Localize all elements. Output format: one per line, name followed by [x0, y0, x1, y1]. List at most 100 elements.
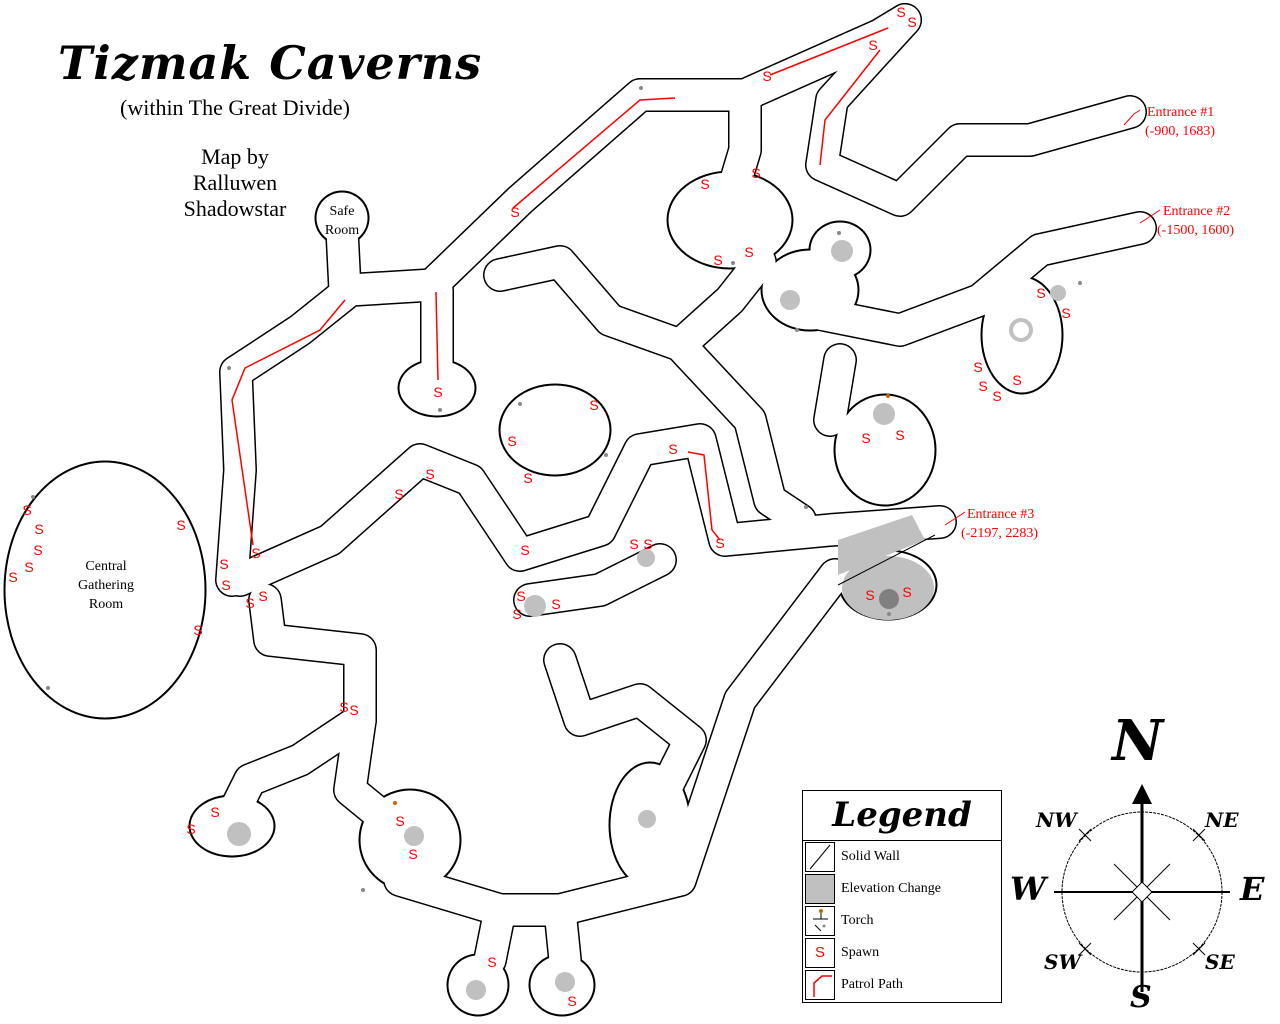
spawn-marker: S [895, 427, 904, 443]
label-line: Central [85, 559, 127, 574]
spawn-marker: S [907, 14, 916, 30]
tunnel-floor [664, 329, 816, 536]
pillar [524, 595, 546, 617]
legend-item-patrol: Patrol Path [803, 969, 1001, 1001]
spawn-marker: S [567, 993, 576, 1009]
elevation-areas [227, 109, 1161, 1000]
compass-north: N [1112, 708, 1164, 774]
elevation-change-area [838, 515, 925, 575]
spawn-marker: S [629, 536, 638, 552]
spawn-marker: S [33, 542, 42, 558]
room-floor [668, 172, 792, 268]
compass-southeast: SE [1205, 950, 1235, 974]
spawn-marker: S [349, 702, 358, 718]
credit-line: Shadowstar [183, 196, 287, 221]
spawn-marker: S [512, 606, 521, 622]
label-line: Gathering [78, 578, 134, 593]
map-credit: Map by Ralluwen Shadowstar [170, 144, 300, 222]
compass-northwest: NW [1036, 808, 1077, 832]
compass-arrow-north [1132, 784, 1152, 804]
patrol-path-icon [805, 970, 835, 1000]
entrance-coords: (-900, 1683) [1145, 124, 1215, 139]
pillar [466, 980, 486, 1000]
entrance-3-label: Entrance #3 (-2197, 2283) [961, 505, 1038, 543]
tunnel-floor [514, 544, 676, 616]
pillar [873, 403, 895, 425]
compass-northeast: NE [1205, 808, 1239, 832]
compass-center [1131, 881, 1153, 903]
room-floor [5, 462, 205, 718]
entrance-2-label: Entrance #2 (-1500, 1600) [1157, 202, 1234, 240]
tunnel-floor [814, 344, 856, 436]
spawn-marker: S [408, 846, 417, 862]
patrol-path [687, 451, 721, 541]
tunnel-floor [474, 894, 516, 976]
torch-marker [361, 888, 365, 892]
spawn-marker: S [433, 384, 442, 400]
spawn-marker: S [245, 595, 254, 611]
pillar [555, 972, 575, 992]
entrance-name: Entrance #3 [967, 507, 1035, 522]
compass-west: W [1010, 870, 1046, 908]
spawn-marker: S [258, 588, 267, 604]
elevation-change-area [842, 556, 934, 620]
spawn-marker: S [978, 378, 987, 394]
spawn-marker: S [751, 165, 760, 181]
legend-item-solid-wall: Solid Wall [803, 841, 1001, 873]
spawn-marker: S [193, 622, 202, 638]
spawn-marker: S [251, 545, 260, 561]
torch-marker [804, 505, 808, 509]
entrance-coords: (-2197, 2283) [961, 526, 1038, 541]
pillar [780, 290, 800, 310]
pillar [831, 240, 853, 262]
spawn-marker: S [339, 699, 348, 715]
spawn-marker: S [219, 556, 228, 572]
room-floor [316, 192, 368, 244]
room-floor [982, 277, 1062, 393]
spawn-marker: S [394, 486, 403, 502]
pillar [638, 810, 656, 828]
spawn-marker: S [1061, 305, 1070, 321]
spawn-marker: S [1036, 285, 1045, 301]
spawn-marker: S [551, 596, 560, 612]
legend: Legend Solid Wall Elevation Change Torch… [802, 790, 1002, 1003]
spawn-marker: S [507, 433, 516, 449]
entrance-marker [1123, 109, 1141, 126]
compass-tick [1192, 942, 1206, 956]
patrol-path [819, 49, 881, 166]
patrol-path [231, 299, 346, 546]
torch-marker [393, 801, 397, 805]
credit-line: Map by [201, 144, 269, 169]
spawn-marker: S [186, 821, 195, 837]
patrol-path [512, 97, 676, 209]
pillar [227, 822, 251, 846]
tunnel-floor [784, 212, 1156, 346]
torch-marker [518, 402, 522, 406]
legend-label: Patrol Path [841, 977, 903, 992]
compass-rose [1054, 784, 1230, 992]
room-floor [500, 385, 610, 475]
spawn-marker: S [668, 441, 677, 457]
entrance-marker [1139, 209, 1161, 224]
legend-item-spawn: S Spawn [803, 937, 1001, 969]
room-floor [399, 360, 475, 416]
torch-marker [438, 408, 442, 412]
legend-label: Elevation Change [841, 881, 941, 896]
spawn-marker: S [700, 176, 709, 192]
spawn-icon: S [805, 938, 835, 968]
entrance-marker [944, 511, 966, 526]
spawn-marker: S [762, 68, 771, 84]
pillar [1050, 285, 1066, 301]
spawn-marker: S [643, 536, 652, 552]
torch-marker [837, 231, 841, 235]
map-subtitle: (within The Great Divide) [120, 95, 350, 120]
elevation-change-icon [805, 874, 835, 904]
spawn-marker: S [510, 204, 519, 220]
spawn-marker: S [487, 954, 496, 970]
pillar [879, 589, 899, 609]
torch-marker [1078, 281, 1082, 285]
spawn-marker: S [868, 37, 877, 53]
